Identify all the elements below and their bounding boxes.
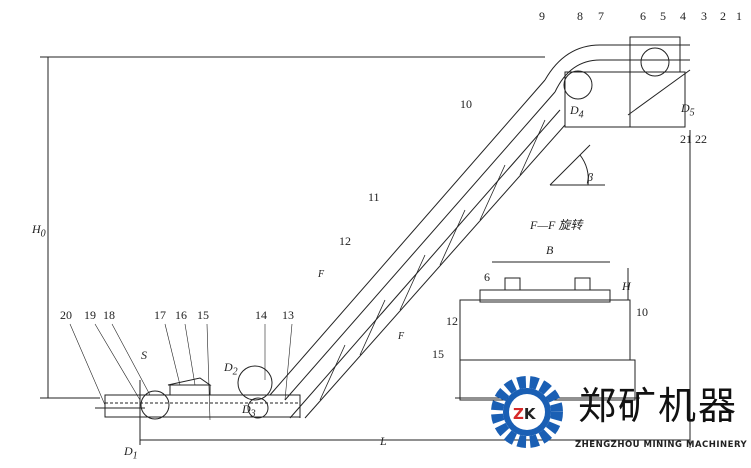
section-label-6: 6 bbox=[484, 270, 490, 284]
logo-name-en: ZHENGZHOU MINING MACHINERY bbox=[575, 440, 748, 450]
part-label-16: 16 bbox=[175, 308, 187, 322]
part-label-17: 17 bbox=[154, 308, 166, 322]
part-label-20: 20 bbox=[60, 308, 72, 322]
section-label-10: 10 bbox=[636, 305, 648, 319]
part-label-4: 4 bbox=[680, 9, 686, 23]
pulley-d2-label: D2 bbox=[224, 360, 238, 378]
part-label-14: 14 bbox=[255, 308, 267, 322]
height-dimension: H0 bbox=[32, 222, 46, 240]
section-marker-lower: F bbox=[398, 331, 405, 342]
part-label-7: 7 bbox=[598, 9, 604, 23]
part-label-6: 6 bbox=[640, 9, 646, 23]
logo-initials: ZK bbox=[513, 405, 537, 423]
part-label-11: 11 bbox=[368, 190, 380, 204]
logo-name-cn: 郑矿机器 bbox=[578, 384, 739, 428]
part-label-21-22: 21 22 bbox=[680, 132, 707, 146]
part-label-8: 8 bbox=[577, 9, 583, 23]
pulley-d1-label: D1 bbox=[124, 444, 138, 462]
pulley-d5-label: D5 bbox=[681, 101, 695, 119]
section-height-H: H bbox=[622, 279, 631, 293]
length-dimension: L bbox=[380, 434, 387, 448]
spacing-dimension: S bbox=[141, 348, 147, 362]
part-label-15: 15 bbox=[197, 308, 209, 322]
section-marker-upper: F bbox=[318, 269, 325, 280]
pulley-d3-label: D3 bbox=[242, 402, 256, 420]
part-label-2: 2 bbox=[720, 9, 726, 23]
part-label-18: 18 bbox=[103, 308, 115, 322]
part-label-19: 19 bbox=[84, 308, 96, 322]
part-label-12: 12 bbox=[339, 234, 351, 248]
angle-beta: β bbox=[587, 170, 593, 184]
section-title: F—F 旋转 bbox=[530, 218, 583, 232]
part-label-1: 1 bbox=[736, 9, 742, 23]
part-label-13: 13 bbox=[282, 308, 294, 322]
section-label-12: 12 bbox=[446, 314, 458, 328]
part-label-10: 10 bbox=[460, 97, 472, 111]
pulley-d4-label: D4 bbox=[570, 103, 584, 121]
section-label-15: 15 bbox=[432, 347, 444, 361]
part-label-9: 9 bbox=[539, 9, 545, 23]
part-label-3: 3 bbox=[701, 9, 707, 23]
section-width-B: B bbox=[546, 243, 554, 257]
part-label-5: 5 bbox=[660, 9, 666, 23]
